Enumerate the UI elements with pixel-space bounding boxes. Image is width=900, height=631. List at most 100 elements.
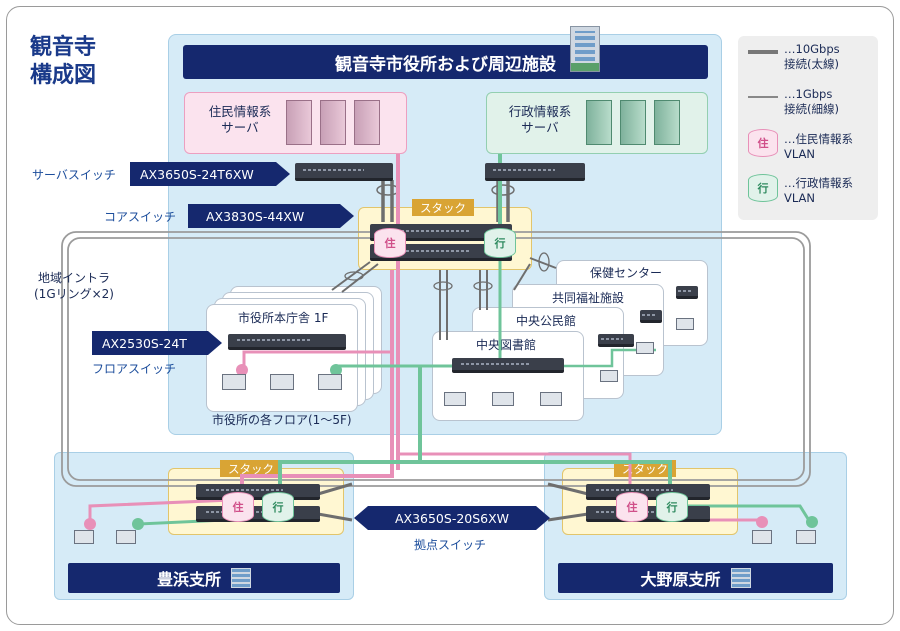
laptop-icon	[74, 530, 94, 544]
laptop-icon	[600, 370, 618, 382]
resident-vlan-line	[398, 452, 632, 490]
resident-vlan-icon: 住	[748, 129, 778, 157]
ring-outer	[61, 231, 811, 487]
ring-inner	[67, 237, 805, 481]
trunk-line	[341, 263, 379, 293]
library-switch	[452, 358, 564, 373]
server-tower-icon	[354, 100, 380, 145]
trunk-line	[529, 257, 557, 269]
laptop-icon	[444, 392, 466, 406]
admin-vlan-line	[680, 504, 812, 523]
title-line-1: 観音寺	[30, 35, 97, 60]
facility-card-library	[432, 331, 584, 421]
server-tower-icon	[620, 100, 646, 145]
server-switch-left	[295, 163, 393, 181]
admin-server-label: 行政情報系 サーバ	[508, 104, 572, 135]
lag-ring	[344, 271, 364, 281]
laptop-icon	[270, 374, 294, 390]
facility-hq-label: 市役所本庁舎 1F	[238, 311, 329, 325]
branch-switch-model-tag: AX3650S-20S6XW	[354, 506, 550, 530]
onohara-resident-vlan-icon: 住	[616, 492, 648, 522]
trunk-line	[331, 261, 371, 291]
server-switch-label: サーバスイッチ	[32, 168, 116, 182]
floors-label: 市役所の各フロア(1～5F)	[212, 413, 352, 427]
admin-port-dot	[132, 518, 144, 530]
core-admin-vlan-icon: 行	[484, 228, 516, 258]
admin-vlan-line	[278, 366, 422, 494]
trunk-line	[547, 482, 589, 496]
floor-switch-label: フロアスイッチ	[92, 362, 177, 376]
admin-port-dot	[806, 516, 818, 528]
main-banner-text: 観音寺市役所および周辺施設	[335, 54, 556, 75]
laptop-icon	[116, 530, 136, 544]
community-switch	[598, 334, 634, 347]
resident-server-label: 住民情報系 サーバ	[208, 104, 272, 135]
server-tower-icon	[320, 100, 346, 145]
title-line-2: 構成図	[30, 63, 97, 88]
lag-ring	[473, 281, 493, 291]
resident-port-dot	[756, 516, 768, 528]
building-icon	[570, 26, 600, 72]
floor-switch	[228, 334, 346, 350]
core-resident-vlan-icon: 住	[374, 228, 406, 258]
trunk-line	[317, 512, 353, 522]
legend-admin-label: …行政情報系 VLAN	[784, 176, 853, 205]
laptop-icon	[492, 392, 514, 406]
laptop-icon	[796, 530, 816, 544]
server-tower-icon	[286, 100, 312, 145]
toyohama-banner: 豊浜支所	[68, 563, 340, 593]
onohara-admin-vlan-icon: 行	[656, 492, 688, 522]
resident-vlan-line	[240, 270, 394, 490]
core-switch-label: コアスイッチ	[104, 210, 177, 224]
floor-switch-model-tag: AX2530S-24T	[92, 331, 222, 355]
toyohama-switch-lower	[196, 506, 320, 522]
lag-ring	[376, 184, 400, 196]
ring-label: 地域イントラ (1Gリング×2)	[34, 271, 114, 301]
health-switch	[676, 286, 698, 299]
legend-resident-label: …住民情報系 VLAN	[784, 132, 853, 161]
toyohama-stack-tag: スタック	[220, 460, 282, 477]
facility-welfare-label: 共同福祉施設	[552, 291, 625, 305]
legend-thick-line	[748, 50, 778, 54]
onohara-banner-text: 大野原支所	[640, 570, 721, 589]
onohara-switch-upper	[586, 484, 710, 500]
laptop-icon	[222, 374, 246, 390]
trunk-line	[547, 512, 589, 522]
core-stack-tag: スタック	[412, 199, 474, 216]
laptop-icon	[676, 318, 694, 330]
toyohama-resident-vlan-icon: 住	[222, 492, 254, 522]
admin-vlan-icon: 行	[748, 174, 778, 202]
legend-thin-label: …1Gbps 接続(細線)	[784, 87, 839, 116]
server-switch-model-tag: AX3650S-24T6XW	[130, 162, 290, 186]
toyohama-admin-vlan-icon: 行	[262, 492, 294, 522]
onohara-banner: 大野原支所	[558, 563, 833, 593]
branch-switch-label: 拠点スイッチ	[414, 538, 487, 552]
core-switch-model-tag: AX3830S-44XW	[188, 204, 354, 228]
legend: …10Gbps 接続(太線) …1Gbps 接続(細線) 住 …住民情報系 VL…	[738, 36, 878, 220]
lag-ring	[491, 184, 515, 196]
toyohama-banner-text: 豊浜支所	[156, 570, 221, 589]
facility-community-label: 中央公民館	[516, 314, 577, 328]
floor-card-hq	[206, 304, 358, 412]
admin-port-dot	[330, 364, 342, 376]
server-switch-right	[485, 163, 585, 181]
server-tower-icon	[586, 100, 612, 145]
legend-thick-label: …10Gbps 接続(太線)	[784, 42, 840, 71]
laptop-icon	[318, 374, 342, 390]
facility-health-label: 保健センター	[590, 266, 663, 280]
legend-thin-line	[748, 96, 778, 98]
laptop-icon	[636, 342, 654, 354]
trunk-line	[317, 482, 353, 496]
laptop-icon	[540, 392, 562, 406]
lag-ring	[433, 281, 453, 291]
trunk-line	[513, 263, 531, 291]
building-icon	[730, 568, 751, 588]
server-tower-icon	[654, 100, 680, 145]
facility-library-label: 中央図書館	[476, 338, 537, 352]
resident-vlan-line	[88, 498, 233, 522]
toyohama-switch-upper	[196, 484, 320, 500]
resident-port-dot	[236, 364, 248, 376]
resident-vlan-line	[242, 300, 394, 368]
main-banner: 観音寺市役所および周辺施設	[183, 45, 708, 79]
